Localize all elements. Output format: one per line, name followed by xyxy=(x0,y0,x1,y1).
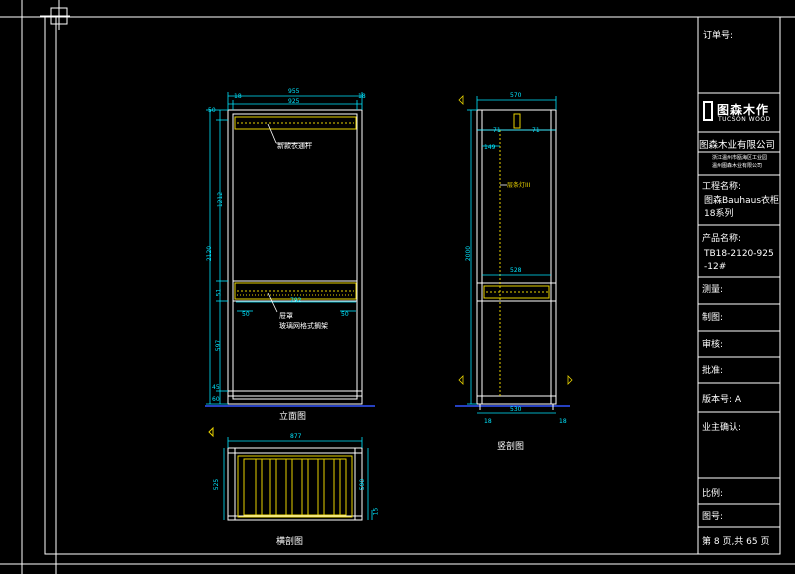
drawing-no-label: 图号: xyxy=(702,512,724,522)
dim-section-top: 570 xyxy=(510,92,522,99)
project-value-line1: 图森Bauhaus衣柜 xyxy=(704,196,780,206)
crosshair-icon xyxy=(40,0,70,30)
dim-front-base: 45 xyxy=(212,384,220,391)
measure-label: 测量: xyxy=(702,285,724,295)
plan-view xyxy=(208,426,373,521)
dim-section-inner: 149 xyxy=(484,144,496,151)
front-view xyxy=(205,92,375,407)
dim-plan-left: 525 xyxy=(213,478,221,491)
dim-front-height-lower: 597 xyxy=(215,339,223,352)
approve-label: 批准: xyxy=(702,366,724,376)
dim-section-drawer: 528 xyxy=(510,267,522,274)
logo-mark-icon xyxy=(703,101,713,121)
dim-front-top-left: 18 xyxy=(234,93,242,100)
draw-label: 制图: xyxy=(702,313,724,323)
dim-front-top-right: 18 xyxy=(358,93,366,100)
dim-front-mid: 51 xyxy=(215,288,223,297)
dim-plan-top: 877 xyxy=(290,433,302,440)
owner-confirm-label: 业主确认: xyxy=(702,423,742,433)
dim-section-bottom-left: 18 xyxy=(484,418,492,425)
dim-front-height-upper: 1212 xyxy=(217,191,225,208)
dim-front-drawer-right: 50 xyxy=(341,311,349,318)
company-name: 图森木业有限公司 xyxy=(699,140,776,151)
dim-front-drawer-left: 50 xyxy=(242,311,250,318)
dim-front-top-gap: 50 xyxy=(208,107,216,114)
dim-plan-right: 590 xyxy=(359,478,367,491)
dim-section-height: 2000 xyxy=(465,245,473,262)
dim-section-bottom-right: 18 xyxy=(559,418,567,425)
light-note: 层条灯III xyxy=(507,182,531,189)
dim-section-left-top: 71 xyxy=(493,127,501,134)
dim-front-top-total: 955 xyxy=(288,88,300,95)
company-address-line1: 浙江温州市瓯海区工业园 xyxy=(712,155,768,161)
project-value-line2: 18系列 xyxy=(704,209,734,219)
dim-front-bottom-gap: 60 xyxy=(212,396,220,403)
logo-sub-text: TUCSON WOOD xyxy=(718,116,771,123)
section-view-title: 竖剖图 xyxy=(497,442,525,452)
project-label: 工程名称: xyxy=(702,182,742,192)
review-label: 审核: xyxy=(702,340,724,350)
title-block-grid xyxy=(697,17,780,554)
section-view xyxy=(455,95,573,414)
product-value-line2: -12# xyxy=(704,262,727,272)
product-value-line1: TB18-2120-925 xyxy=(704,249,774,259)
product-label: 产品名称: xyxy=(702,234,742,244)
order-no-label: 订单号: xyxy=(703,31,734,41)
front-view-title: 立面图 xyxy=(279,412,307,422)
page-count-label: 第 8 页,共 65 页 xyxy=(702,537,770,547)
company-address-line2: 温州图森木业有限公司 xyxy=(712,163,763,169)
scale-label: 比例: xyxy=(702,489,724,499)
drawer-note-line2: 玻璃网格式搁架 xyxy=(279,322,328,330)
dim-section-right-top: 71 xyxy=(532,127,540,134)
dim-front-drawer-width: 792 xyxy=(290,297,302,304)
hanging-rod-note: 新款衣通杆 xyxy=(277,142,312,150)
dim-front-height-total: 2120 xyxy=(206,245,214,262)
dim-section-bottom: 530 xyxy=(510,406,522,413)
logo-main-text: 图森木作 xyxy=(717,103,770,117)
version-label: 版本号: A xyxy=(702,395,742,405)
dim-front-top-inner: 925 xyxy=(288,98,300,105)
company-logo: 图森木作 TUCSON WOOD xyxy=(703,100,779,126)
dim-plan-bottom-right: 15 xyxy=(372,507,380,516)
plan-view-title: 横剖图 xyxy=(276,537,304,547)
drawer-note-line1: 屉罩 xyxy=(279,312,293,320)
